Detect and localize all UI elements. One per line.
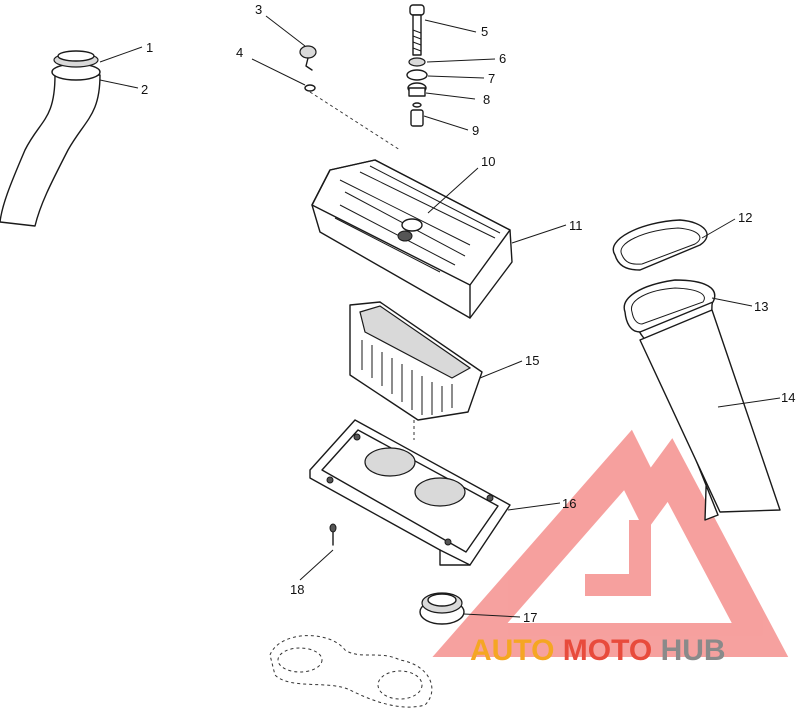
airbox-base [309, 419, 511, 566]
filter-element [349, 301, 483, 440]
callout-6: 6 [499, 51, 506, 66]
callout-14: 14 [781, 390, 795, 405]
callout-1: 1 [146, 40, 153, 55]
watermark-text: AUTO MOTO HUB [470, 634, 726, 667]
callout-9: 9 [472, 123, 479, 138]
svg-text:AUTO MOTO HUB: AUTO MOTO HUB [470, 634, 726, 667]
bolt-stack [406, 4, 428, 127]
callout-2: 2 [141, 82, 148, 97]
callout-17: 17 [523, 610, 537, 625]
watermark-moto: MOTO [563, 634, 652, 667]
airbox-lid [311, 159, 513, 319]
callout-3: 3 [255, 2, 262, 17]
intake-hose [0, 50, 101, 227]
callout-labels: 1 2 3 4 5 6 7 8 9 10 11 12 13 14 15 16 1… [141, 2, 795, 625]
callout-8: 8 [483, 92, 490, 107]
callout-7: 7 [488, 71, 495, 86]
drain-plug [299, 45, 401, 151]
callout-18: 18 [290, 582, 304, 597]
watermark-hub: HUB [661, 634, 726, 667]
callout-16: 16 [562, 496, 576, 511]
callout-11: 11 [569, 218, 583, 233]
watermark-auto: AUTO [470, 634, 554, 667]
callout-15: 15 [525, 353, 539, 368]
callout-5: 5 [481, 24, 488, 39]
callout-13: 13 [754, 299, 768, 314]
watermark-logo [432, 429, 789, 657]
callout-12: 12 [738, 210, 752, 225]
callout-10: 10 [481, 154, 495, 169]
callout-4: 4 [236, 45, 243, 60]
leader-lines [99, 15, 781, 618]
intake-duct [612, 219, 781, 521]
screw [329, 523, 337, 546]
grommet [419, 592, 465, 625]
lower-gasket [269, 635, 433, 708]
